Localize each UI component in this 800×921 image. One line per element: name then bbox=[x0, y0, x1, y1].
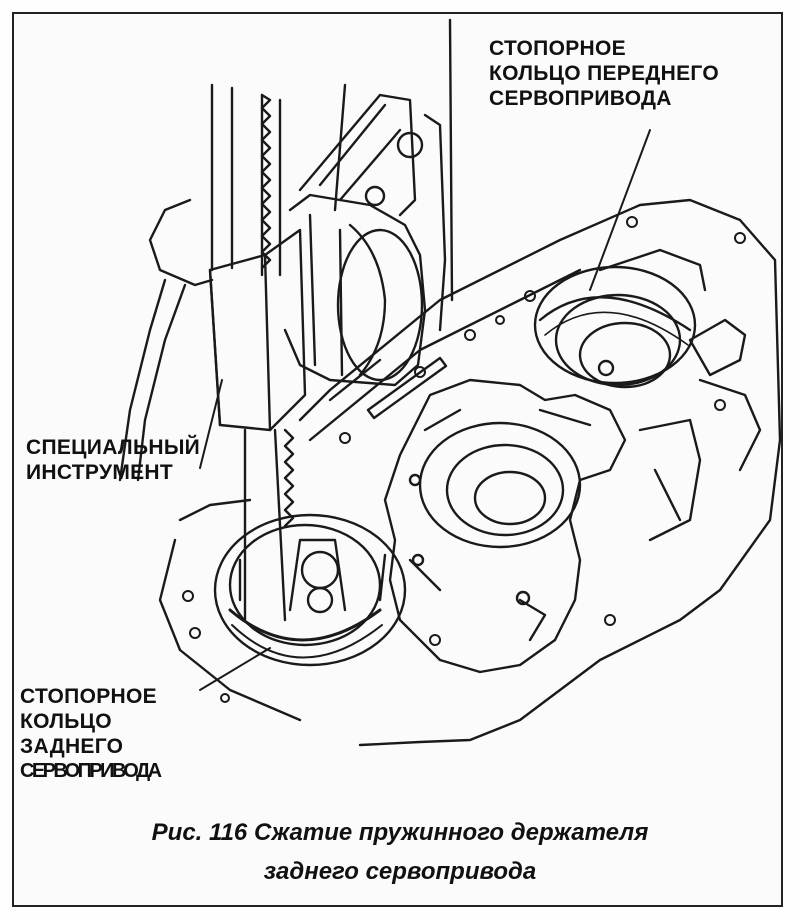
label-special-tool: СПЕЦИАЛЬНЫЙ ИНСТРУМЕНТ bbox=[26, 435, 200, 485]
housing-left-side bbox=[158, 498, 302, 722]
label-line: ЗАДНЕГО bbox=[20, 735, 124, 758]
leader-rear-ring bbox=[199, 647, 271, 691]
label-line: СПЕЦИАЛЬНЫЙ bbox=[26, 436, 201, 459]
tool-frame bbox=[298, 18, 454, 332]
figure-caption: Рис. 116 Сжатие пружинного держателя зад… bbox=[0, 813, 800, 891]
label-line: СТОПОРНОЕ bbox=[489, 37, 626, 60]
housing-outline bbox=[298, 198, 782, 747]
housing-top-edge bbox=[308, 268, 582, 442]
caption-line-1: Рис. 116 Сжатие пружинного держателя bbox=[151, 819, 649, 846]
caption-line-2: заднего сервопривода bbox=[263, 858, 537, 885]
rear-servo-bore bbox=[213, 513, 407, 667]
housing-slot-2 bbox=[328, 358, 382, 402]
label-line: СЕРВОПРИВОДА bbox=[489, 87, 672, 110]
label-line: СТОПОРНОЕ bbox=[20, 685, 157, 708]
center-servo-block bbox=[383, 378, 627, 674]
leader-front-ring bbox=[589, 129, 651, 291]
housing-slot-1 bbox=[366, 356, 448, 420]
housing-ribs bbox=[598, 248, 762, 542]
bolt-holes bbox=[182, 216, 746, 703]
label-rear-servo-ring: СТОПОРНОЕ КОЛЬЦО ЗАДНЕГО СЕРВОПРИВОДА bbox=[20, 684, 162, 784]
leader-special-tool bbox=[199, 379, 223, 469]
pressure-pad bbox=[283, 193, 427, 387]
label-line: КОЛЬЦО bbox=[20, 710, 112, 733]
special-tool bbox=[118, 83, 307, 622]
front-servo-bore bbox=[533, 265, 697, 389]
label-line: ИНСТРУМЕНТ bbox=[26, 461, 174, 484]
lever-bracket bbox=[688, 318, 747, 377]
label-line: КОЛЬЦО ПЕРЕДНЕГО bbox=[489, 62, 719, 85]
label-line: СЕРВОПРИВОДА bbox=[20, 760, 162, 782]
label-front-servo-ring: СТОПОРНОЕ КОЛЬЦО ПЕРЕДНЕГО СЕРВОПРИВОДА bbox=[489, 36, 719, 111]
